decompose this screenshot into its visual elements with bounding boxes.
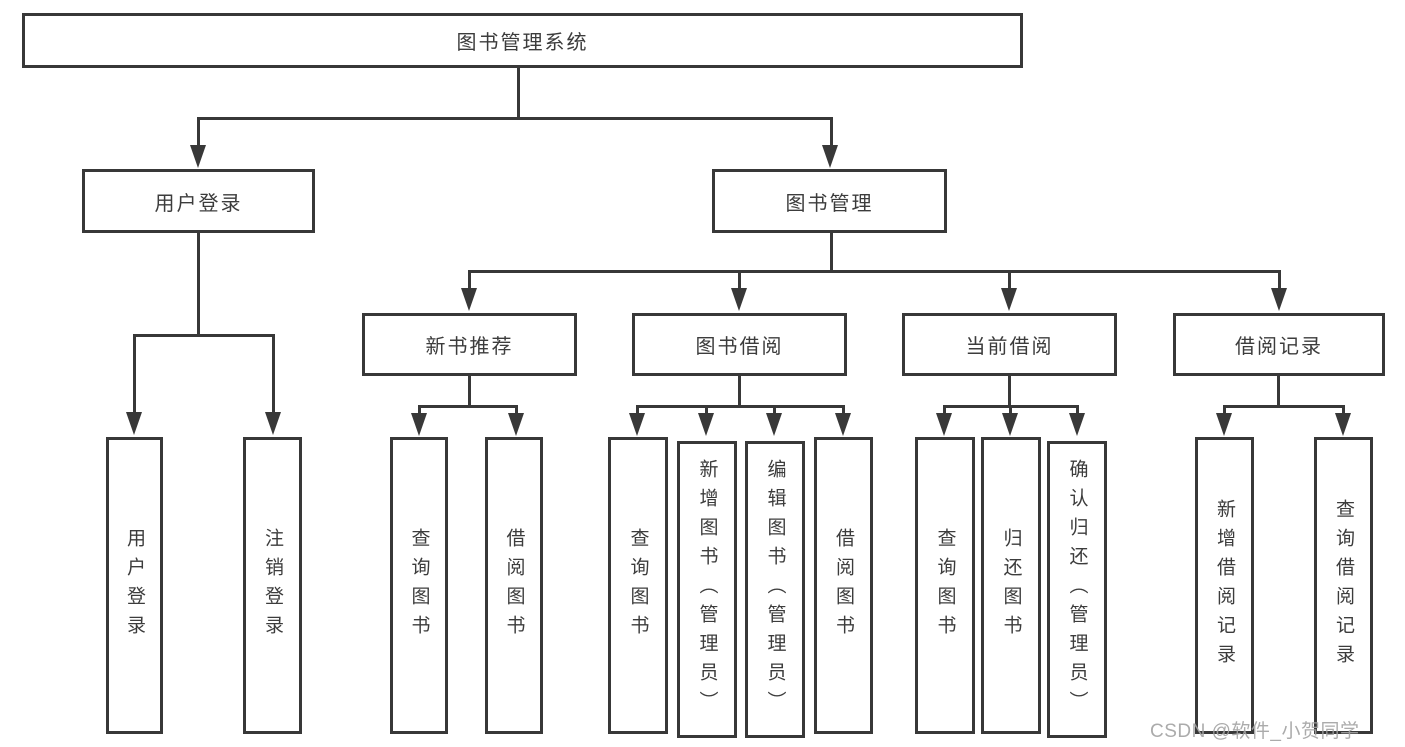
node-leaf-records-add-record: 新增借阅记录: [1195, 437, 1254, 734]
node-borrow-records: 借阅记录: [1173, 313, 1385, 376]
node-leaf-current-confirm-return-admin: 确认归还（管理员）: [1047, 441, 1107, 738]
node-leaf-borrow-edit-books-admin: 编辑图书（管理员）: [745, 441, 805, 738]
connector-line: [1008, 376, 1011, 408]
arrow-down-icon: [265, 412, 281, 435]
connector-line: [636, 405, 639, 416]
connector-line: [705, 405, 708, 416]
connector-line: [468, 270, 471, 291]
node-root: 图书管理系统: [22, 13, 1023, 68]
arrow-down-icon: [936, 413, 952, 436]
node-leaf-current-query-books: 查询图书: [915, 437, 975, 734]
node-leaf-borrow-borrow-books: 借阅图书: [814, 437, 873, 734]
arrow-down-icon: [698, 413, 714, 436]
connector-line: [197, 233, 200, 336]
connector-line: [738, 270, 741, 291]
connector-line: [1278, 270, 1281, 291]
connector-line: [1076, 405, 1079, 416]
arrow-down-icon: [835, 413, 851, 436]
arrow-down-icon: [1069, 413, 1085, 436]
node-book-management: 图书管理: [712, 169, 947, 233]
arrow-down-icon: [461, 288, 477, 311]
node-leaf-records-query-record: 查询借阅记录: [1314, 437, 1373, 734]
arrow-down-icon: [822, 145, 838, 168]
arrow-down-icon: [731, 288, 747, 311]
node-leaf-recommend-borrow-books: 借阅图书: [485, 437, 543, 734]
connector-line: [418, 405, 421, 416]
node-current-borrow: 当前借阅: [902, 313, 1117, 376]
connector-line: [517, 68, 520, 119]
connector-line: [636, 405, 845, 408]
arrow-down-icon: [1216, 413, 1232, 436]
connector-line: [738, 376, 741, 408]
arrow-down-icon: [766, 413, 782, 436]
connector-line: [197, 117, 833, 120]
node-leaf-logout-login: 注销登录: [243, 437, 302, 734]
arrow-down-icon: [126, 412, 142, 435]
connector-line: [468, 376, 471, 408]
connector-line: [133, 334, 275, 337]
node-leaf-current-return-books: 归还图书: [981, 437, 1041, 734]
arrow-down-icon: [190, 145, 206, 168]
node-book-borrow: 图书借阅: [632, 313, 847, 376]
node-leaf-recommend-query-books: 查询图书: [390, 437, 448, 734]
connector-line: [1009, 405, 1012, 416]
connector-line: [1342, 405, 1345, 416]
node-user-login-group: 用户登录: [82, 169, 315, 233]
arrow-down-icon: [411, 413, 427, 436]
node-leaf-user-login: 用户登录: [106, 437, 163, 734]
connector-line: [773, 405, 776, 416]
csdn-watermark: CSDN @软件_小贺同学: [1150, 721, 1360, 742]
arrow-down-icon: [1271, 288, 1287, 311]
connector-line: [468, 270, 1281, 273]
arrow-down-icon: [508, 413, 524, 436]
node-leaf-borrow-add-books-admin: 新增图书（管理员）: [677, 441, 737, 738]
connector-line: [515, 405, 518, 416]
node-leaf-borrow-query-books: 查询图书: [608, 437, 668, 734]
connector-line: [842, 405, 845, 416]
connector-line: [1223, 405, 1226, 416]
arrow-down-icon: [629, 413, 645, 436]
connector-line: [943, 405, 946, 416]
connector-line: [272, 334, 275, 415]
connector-line: [133, 334, 136, 415]
connector-line: [1277, 376, 1280, 408]
connector-line: [418, 405, 518, 408]
connector-line: [197, 117, 200, 148]
connector-line: [1223, 405, 1345, 408]
arrow-down-icon: [1335, 413, 1351, 436]
connector-line: [830, 233, 833, 273]
connector-line: [1008, 270, 1011, 291]
node-new-book-recommend: 新书推荐: [362, 313, 577, 376]
arrow-down-icon: [1002, 413, 1018, 436]
arrow-down-icon: [1001, 288, 1017, 311]
connector-line: [830, 117, 833, 148]
